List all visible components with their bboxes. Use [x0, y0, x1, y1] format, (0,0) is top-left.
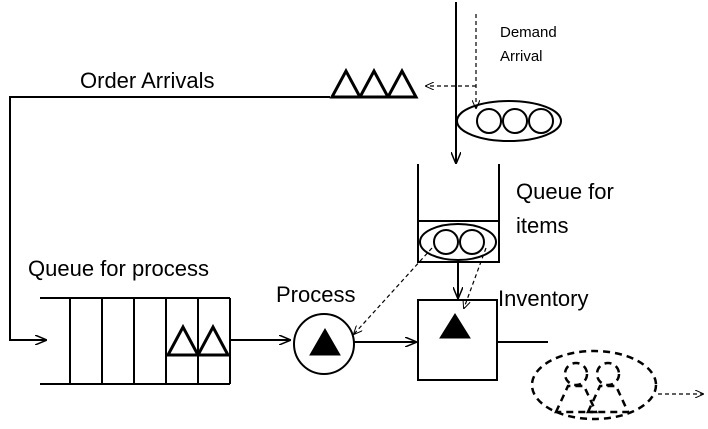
process-label: Process — [276, 282, 355, 307]
waiting-items-ellipse — [419, 223, 497, 261]
open-triangle-icon — [195, 323, 231, 357]
solid-triangle-icon — [439, 313, 471, 339]
order-arrivals-line — [9, 96, 330, 340]
open-triangle-icon — [329, 67, 363, 99]
person-icon — [554, 361, 598, 414]
circle-icon — [459, 229, 485, 255]
inventory-label: Inventory — [498, 286, 589, 311]
order-arrivals-triangles — [329, 67, 419, 99]
person-icon — [586, 361, 630, 414]
demand-ellipse — [456, 100, 562, 142]
queue-for-process-buffer — [40, 297, 231, 385]
items-to-inventory-dashed-path — [464, 247, 487, 308]
demand-arrival-label-line1: Demand — [500, 24, 557, 41]
circle-icon — [476, 108, 502, 134]
solid-triangle-icon — [309, 327, 341, 356]
demand-arrival-label-line2: Arrival — [500, 48, 543, 65]
queue-for-items-label-line1: Queue for — [516, 179, 614, 204]
process-station — [293, 313, 355, 375]
inventory-box — [417, 299, 498, 381]
circle-icon — [502, 108, 528, 134]
items-to-process-dashed-path — [354, 247, 433, 334]
open-triangle-icon — [165, 323, 201, 357]
circle-icon — [433, 229, 459, 255]
order-arrivals-label: Order Arrivals — [80, 68, 214, 93]
open-triangle-icon — [385, 67, 419, 99]
departing-customers-group — [530, 349, 658, 421]
queue-for-items-label-line2: items — [516, 213, 569, 238]
departing-ellipse — [530, 349, 658, 421]
demand-customers-group — [456, 100, 562, 142]
queue-for-process-label: Queue for process — [28, 256, 209, 281]
open-triangle-icon — [357, 67, 391, 99]
circle-icon — [528, 108, 554, 134]
queue-for-items-box — [417, 164, 500, 263]
